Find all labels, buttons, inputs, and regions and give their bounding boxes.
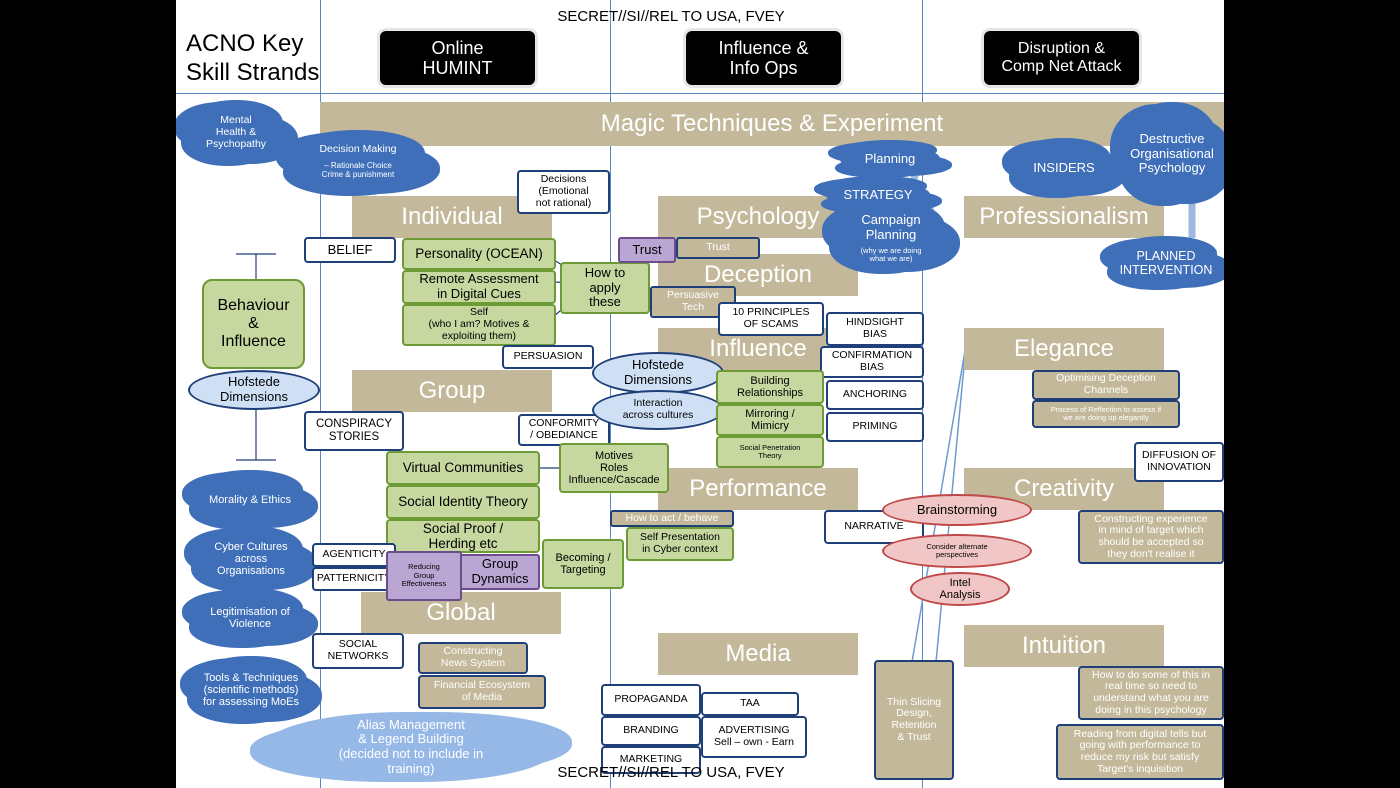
marketing-box: MARKETING (601, 746, 701, 774)
header-elegance: Elegance (964, 328, 1164, 370)
header-professionalism: Professionalism (964, 196, 1164, 238)
virtual-communities-box: Virtual Communities (386, 451, 540, 485)
hofstede-dimensions-group: Hofstede Dimensions (592, 352, 724, 394)
cloud-morality-ethics: Morality & Ethics (194, 476, 306, 524)
column-header-online-humint: Online HUMINT (380, 31, 535, 85)
cloud-mental-health: Mental Health & Psychopathy (186, 106, 286, 160)
how-to-apply-box: How to apply these (560, 262, 650, 314)
header-intuition: Intuition (964, 625, 1164, 667)
social-networks-box: SOCIAL NETWORKS (312, 633, 404, 669)
conformity-box: CONFORMITY / OBEDIANCE (518, 414, 610, 446)
trust-box: Trust (618, 237, 676, 263)
process-reflection-box: Process of Reflection to assess if we ar… (1032, 400, 1180, 428)
hofstede-dimensions-left: Hofstede Dimensions (188, 370, 320, 410)
reducing-group-effectiveness-box: Reducing Group Effectiveness (386, 551, 462, 601)
self-box: Self (who I am? Motives & exploiting the… (402, 304, 556, 346)
slide: SECRET//SI//REL TO USA, FVEY SECRET//SI/… (176, 0, 1224, 788)
constructing-news-box: Constructing News System (418, 642, 528, 674)
priming-box: PRIMING (826, 412, 924, 442)
cloud-strategy: STRATEGY (826, 182, 930, 208)
conspiracy-stories-box: CONSPIRACY STORIES (304, 411, 404, 451)
patternicity-box: PATTERNICITY (312, 567, 396, 591)
belief-box: BELIEF (304, 237, 396, 263)
self-presentation-box: Self Presentation in Cyber context (626, 527, 734, 561)
interaction-across-cultures: Interaction across cultures (592, 390, 724, 430)
optimising-deception-box: Optimising Deception Channels (1032, 370, 1180, 400)
decisions-box: Decisions (Emotional not rational) (517, 170, 610, 214)
consider-perspectives-ellipse: Consider alternate perspectives (882, 534, 1032, 568)
header-performance: Performance (658, 468, 858, 510)
magic-techniques-banner: Magic Techniques & Experiment (320, 102, 1224, 146)
campaign-planning-sub: (why we are doing what we are) (860, 245, 922, 263)
header-divider (176, 93, 1224, 94)
anchoring-box: ANCHORING (826, 380, 924, 410)
thin-slicing-box: Thin Slicing Design, Retention & Trust (874, 660, 954, 780)
confirmation-bias-box: CONFIRMATION BIAS (820, 346, 924, 378)
column-header-influence-info-ops: Influence & Info Ops (686, 31, 841, 85)
branding-box: BRANDING (601, 716, 701, 746)
page-title: ACNO Key Skill Strands (186, 30, 320, 86)
cloud-decision-making: Decision Making – Rationale Choice Crime… (288, 136, 428, 190)
personality-ocean-box: Personality (OCEAN) (402, 238, 556, 270)
social-proof-box: Social Proof / Herding etc (386, 519, 540, 553)
decision-making-title: Decision Making (319, 143, 397, 156)
cloud-cyber-cultures: Cyber Cultures across Organisations (196, 532, 306, 586)
cloud-alias-management: Alias Management & Legend Building (deci… (266, 712, 556, 782)
header-group: Group (352, 370, 552, 412)
financial-ecosystem-box: Financial Ecosystem of Media (418, 675, 546, 709)
mirroring-mimicry-box: Mirroring / Mimicry (716, 404, 824, 436)
remote-assessment-box: Remote Assessment in Digital Cues (402, 270, 556, 304)
cloud-insiders: INSIDERS (1014, 144, 1114, 192)
reading-digital-tells-box: Reading from digital tells but going wit… (1056, 724, 1224, 780)
cloud-planned-intervention: PLANNED INTERVENTION (1112, 242, 1220, 284)
intel-analysis-ellipse: Intel Analysis (910, 572, 1010, 606)
classification-banner-bottom: SECRET//SI//REL TO USA, FVEY (557, 763, 785, 781)
ten-principles-scams-box: 10 PRINCIPLES OF SCAMS (718, 302, 824, 336)
motives-roles-box: Motives Roles Influence/Cascade (559, 443, 669, 493)
taa-box: TAA (701, 692, 799, 716)
cloud-tools-techniques: Tools & Techniques (scientific methods) … (192, 662, 310, 718)
column-divider (610, 0, 611, 788)
column-divider (320, 0, 321, 788)
brainstorming-ellipse: Brainstorming (882, 494, 1032, 526)
constructing-experience-box: Constructing experience in mind of targe… (1078, 510, 1224, 564)
campaign-planning-title: Campaign Planning (861, 212, 921, 242)
classification-banner-top: SECRET//SI//REL TO USA, FVEY (557, 7, 785, 25)
how-to-act-box: How to act / behave (610, 510, 734, 527)
diffusion-innovation-box: DIFFUSION OF INNOVATION (1134, 442, 1224, 482)
header-psychology: Psychology (658, 196, 858, 238)
advertising-box: ADVERTISING Sell – own - Earn (701, 716, 807, 758)
trust-small-box: Trust (676, 237, 760, 259)
column-header-disruption: Disruption & Comp Net Attack (984, 31, 1139, 85)
decision-making-sub: – Rationale Choice Crime & punishment (321, 161, 395, 179)
social-identity-box: Social Identity Theory (386, 485, 540, 519)
cloud-legitimisation-violence: Legitimisation of Violence (194, 594, 306, 642)
agenticity-box: AGENTICITY (312, 543, 396, 567)
persuasion-box: PERSUASION (502, 345, 594, 369)
propaganda-box: PROPAGANDA (601, 684, 701, 716)
building-relationships-box: Building Relationships (716, 370, 824, 404)
cloud-destructive-psychology: Destructive Organisational Psychology (1122, 108, 1222, 200)
cloud-planning: Planning (840, 146, 940, 172)
social-penetration-box: Social Penetration Theory (716, 436, 824, 468)
hindsight-bias-box: HINDSIGHT BIAS (826, 312, 924, 346)
real-time-psychology-box: How to do some of this in real time so n… (1078, 666, 1224, 720)
cloud-campaign-planning: Campaign Planning (why we are doing what… (834, 206, 948, 268)
group-dynamics-box: Group Dynamics (460, 554, 540, 590)
becoming-targeting-box: Becoming / Targeting (542, 539, 624, 589)
behaviour-influence-box: Behaviour & Influence (202, 279, 305, 369)
header-media: Media (658, 633, 858, 675)
